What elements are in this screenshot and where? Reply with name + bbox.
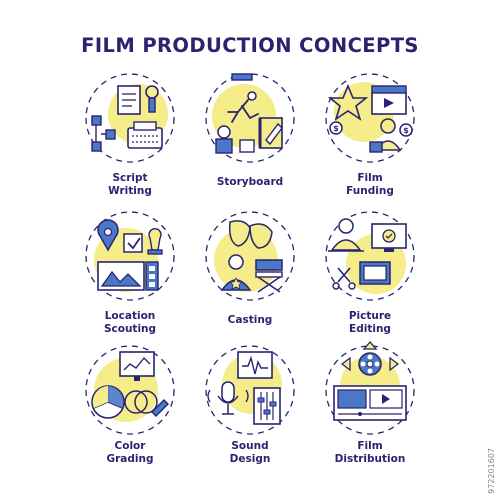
location-scouting-icon [85, 211, 175, 301]
stock-id-watermark: 972201607 [487, 448, 496, 494]
concept-storyboard: Storyboard [185, 68, 315, 203]
picture-editing-icon [325, 211, 415, 301]
svg-text:$: $ [333, 124, 339, 133]
script-writing-icon [85, 73, 175, 163]
sound-design-icon [205, 345, 295, 435]
concept-label: Casting [227, 314, 273, 326]
concept-label: Storyboard [216, 176, 284, 188]
page-title: FILM PRODUCTION CONCEPTS [81, 34, 419, 57]
svg-text:$: $ [403, 126, 409, 135]
color-grading-icon [85, 345, 175, 435]
casting-icon [205, 211, 295, 301]
concept-casting: Casting [185, 206, 315, 341]
film-distribution-icon [325, 341, 415, 435]
film-funding-icon: $ $ [325, 73, 415, 163]
storyboard-icon [205, 73, 295, 163]
